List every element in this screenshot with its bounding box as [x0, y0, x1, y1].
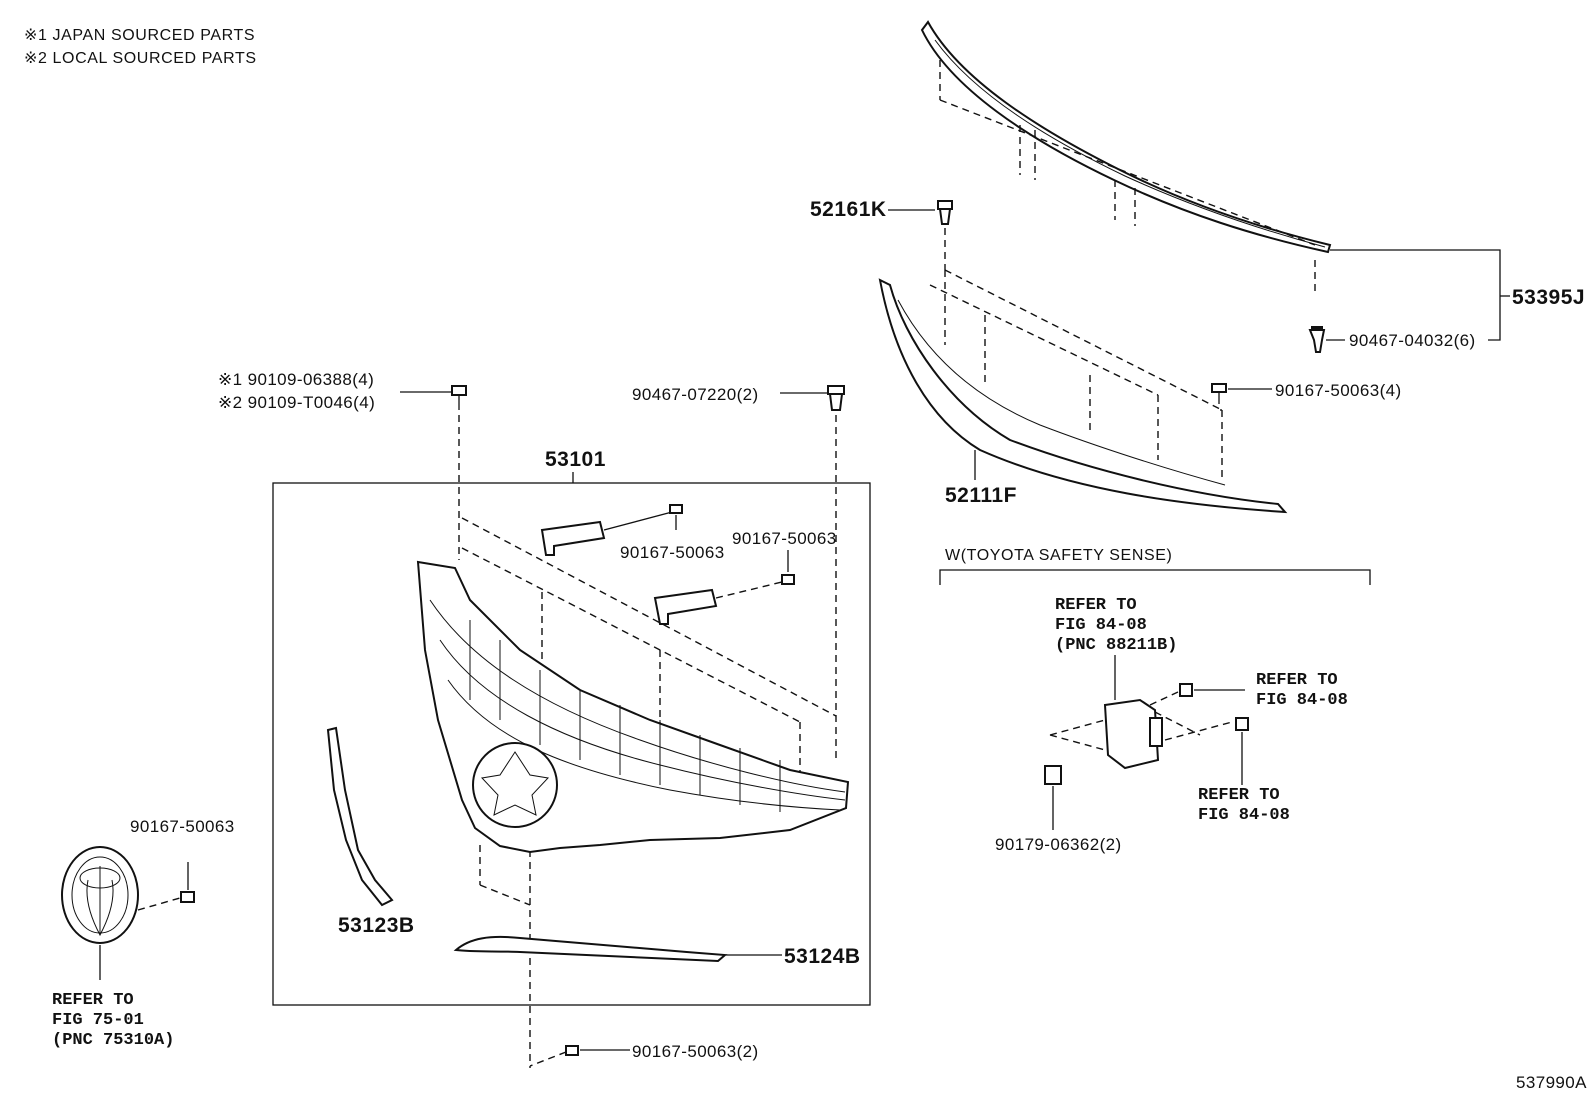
label-90467-07220: 90467-07220(2): [632, 385, 759, 404]
ss-ref1-line1: REFER TO: [1055, 596, 1137, 615]
illustration-id: 537990A: [1516, 1073, 1587, 1092]
emblem-ref-line2: FIG 75-01: [52, 1011, 144, 1030]
label-90167-50063-4: 90167-50063(4): [1275, 381, 1402, 400]
label-52161k: 52161K: [810, 198, 887, 221]
label-53395j: 53395J: [1512, 286, 1585, 309]
bolt-90167-50063-upper-icon: [1211, 383, 1227, 404]
lower-molding-part: [878, 278, 1288, 514]
bolt-ss-lower-icon: [1235, 717, 1249, 731]
label-90167-50063-2: 90167-50063(2): [632, 1042, 759, 1061]
label-53123b: 53123B: [338, 914, 415, 937]
assembly-box-53101: [272, 482, 871, 1006]
safety-sense-bracket: [939, 569, 1371, 585]
label-90179-06362: 90179-06362(2): [995, 835, 1122, 854]
emblem-ref-line1: REFER TO: [52, 991, 134, 1010]
clip-90467-04032-icon: [1308, 326, 1326, 353]
nut-90179-06362-icon: [1044, 765, 1062, 785]
label-53124b: 53124B: [784, 945, 861, 968]
bolt-90109-icon: [451, 385, 467, 410]
upper-molding-part: [920, 20, 1332, 254]
label-90467-04032: 90467-04032(6): [1349, 331, 1476, 350]
side-molding-53123b-part: [326, 726, 394, 907]
radiator-grille-part: [416, 560, 850, 854]
toyota-emblem-icon: [61, 846, 139, 944]
clip-90467-07220-icon: [827, 385, 845, 411]
label-53101: 53101: [545, 448, 606, 471]
ss-ref1-line2: FIG 84-08: [1055, 616, 1147, 635]
radar-sensor-part: [1049, 691, 1233, 770]
clip-52161k-icon: [937, 200, 953, 225]
upper-molding-dash-lines: [939, 60, 1316, 295]
ss-ref2-line1: REFER TO: [1256, 671, 1338, 690]
label-90167-50063-a: 90167-50063: [620, 543, 725, 562]
lower-molding-53124b-part: [453, 935, 728, 963]
bracket-53395j: [1330, 249, 1501, 341]
ss-ref2-line2: FIG 84-08: [1256, 691, 1348, 710]
ss-ref3-line1: REFER TO: [1198, 786, 1280, 805]
bolt-ss-upper-icon: [1179, 683, 1193, 697]
emblem-ref-line3: (PNC 75310A): [52, 1031, 174, 1050]
label-90109-06388: ※1 90109-06388(4): [218, 370, 374, 389]
bolt-90167-50063-bottom-icon: [565, 1045, 579, 1056]
grille-dash-lines: [461, 517, 837, 1068]
ss-ref1-line3: (PNC 88211B): [1055, 636, 1177, 655]
bracket-lower-part: [653, 550, 795, 625]
label-52111f: 52111F: [945, 484, 1017, 507]
label-90167-50063-c: 90167-50063: [130, 817, 235, 836]
label-90167-50063-b: 90167-50063: [732, 529, 837, 548]
safety-sense-title: W(TOYOTA SAFETY SENSE): [945, 547, 1172, 564]
ss-ref3-line2: FIG 84-08: [1198, 806, 1290, 825]
note-local-sourced: ※2 LOCAL SOURCED PARTS: [24, 50, 257, 67]
label-90109-t0046: ※2 90109-T0046(4): [218, 393, 375, 412]
lower-molding-dash-lines: [929, 269, 1223, 480]
bracket-upper-part: [540, 504, 683, 556]
bolt-emblem-icon: [180, 862, 195, 903]
note-japan-sourced: ※1 JAPAN SOURCED PARTS: [24, 27, 255, 44]
